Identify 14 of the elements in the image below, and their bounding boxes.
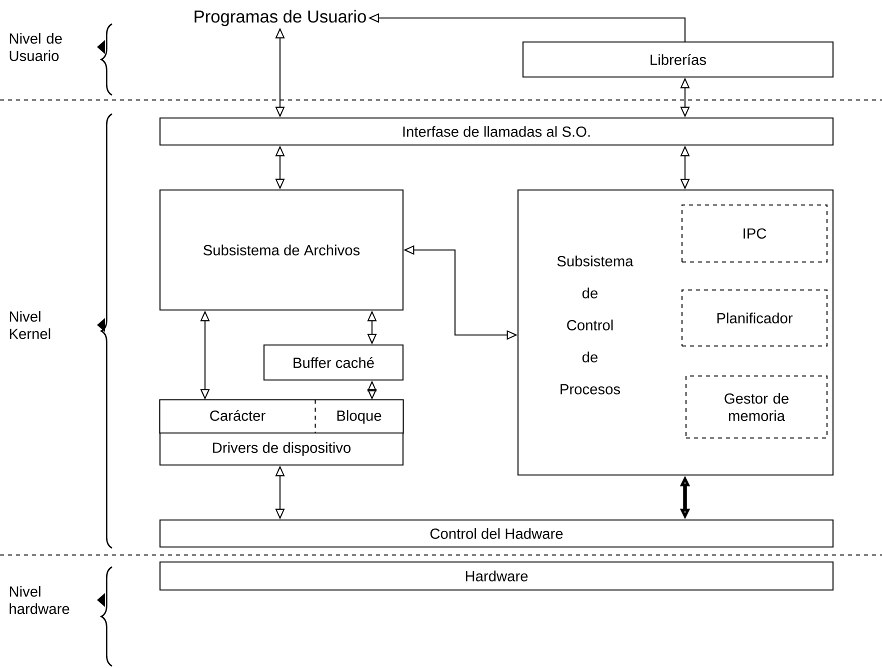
layer-box: Buffer caché [263, 344, 404, 381]
level-label: Nivel hardware [10, 586, 70, 614]
module-box: Planificador [681, 289, 828, 347]
layer-box: Drivers de dispositivo [159, 432, 404, 466]
layer-box: Interfase de llamadas al S.O. [159, 117, 834, 146]
program-label: Programas de Usuario [194, 10, 366, 26]
level-label: Nivel de Usuario [10, 32, 62, 62]
module-box: IPC [681, 204, 828, 263]
level-label: Nivel Kernel [10, 310, 50, 340]
module-box: Gestor de memoria [685, 375, 828, 439]
layer-box: Hardware [159, 561, 834, 591]
layer-box: Subsistema de Archivos [159, 189, 404, 311]
layer-box: Librerías [522, 41, 834, 78]
layer-box: Control del Hadware [159, 519, 834, 548]
